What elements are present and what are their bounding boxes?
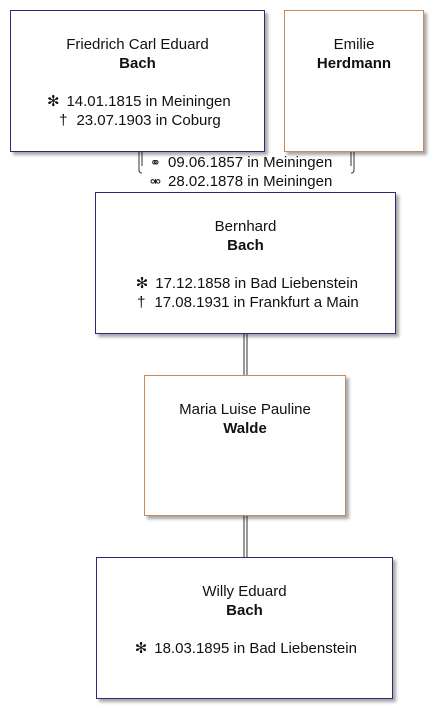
divorce-icon: ⚮ [150,174,161,189]
father-surname: Bach [119,55,156,72]
father-death-text: 23.07.1903 in Coburg [76,112,221,129]
child-surname: Bach [226,602,263,619]
child-events: ✻ 18.03.1895 in Bad Liebenstein [97,639,392,658]
marriage-text: 09.06.1857 in Meiningen [168,154,333,171]
marriage-icon: ⚭ [150,155,161,170]
father-birth: ✻ 14.01.1815 in Meiningen [11,92,264,111]
mother-given-name: Emilie [333,36,375,53]
person-box-spouse[interactable]: Maria Luise Pauline Walde [144,375,346,516]
subject-surname: Bach [227,237,264,254]
child-given-name: Willy Eduard [202,583,287,600]
father-birth-text: 14.01.1815 in Meiningen [66,93,231,110]
father-given-name: Friedrich Carl Eduard [66,36,209,53]
subject-death: † 17.08.1931 in Frankfurt a Main [96,293,395,312]
subject-birth-text: 17.12.1858 in Bad Liebenstein [155,275,358,292]
person-box-father[interactable]: Friedrich Carl Eduard Bach ✻ 14.01.1815 … [10,10,265,152]
birth-icon: ✻ [134,640,148,657]
divorce-date: ⚮ 28.02.1878 in Meiningen [142,172,332,191]
spouse-surname: Walde [223,420,267,437]
subject-events: ✻ 17.12.1858 in Bad Liebenstein † 17.08.… [96,274,395,312]
death-icon: † [59,112,68,129]
father-marriage-bracket [138,152,143,174]
subject-death-text: 17.08.1931 in Frankfurt a Main [154,294,359,311]
mother-marriage-bracket [350,152,355,174]
father-events: ✻ 14.01.1815 in Meiningen † 23.07.1903 i… [11,92,264,130]
child-birth-text: 18.03.1895 in Bad Liebenstein [154,640,357,657]
subject-given-name: Bernhard [214,218,277,235]
subject-birth: ✻ 17.12.1858 in Bad Liebenstein [96,274,395,293]
mother-surname: Herdmann [316,55,392,72]
person-box-child[interactable]: Willy Eduard Bach ✻ 18.03.1895 in Bad Li… [96,557,393,699]
father-death: † 23.07.1903 in Coburg [11,111,264,130]
spouse-given-name: Maria Luise Pauline [179,401,311,418]
birth-icon: ✻ [135,275,149,292]
child-birth: ✻ 18.03.1895 in Bad Liebenstein [97,639,392,658]
death-icon: † [137,294,146,311]
person-box-subject[interactable]: Bernhard Bach ✻ 17.12.1858 in Bad Lieben… [95,192,396,334]
divorce-text: 28.02.1878 in Meiningen [168,173,333,190]
person-box-mother[interactable]: Emilie Herdmann [284,10,424,152]
marriage-date: ⚭ 09.06.1857 in Meiningen [142,153,332,172]
birth-icon: ✻ [46,93,60,110]
